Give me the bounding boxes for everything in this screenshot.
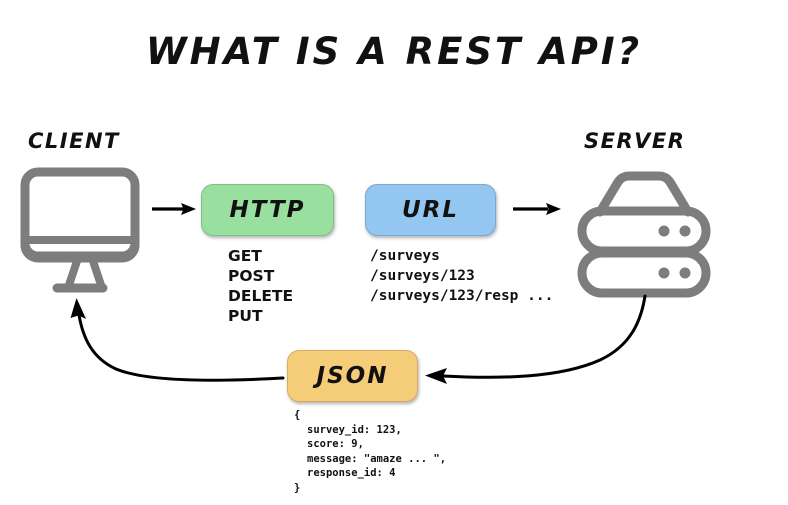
- json-chip[interactable]: JSON: [287, 350, 418, 402]
- json-close-brace: }: [294, 481, 301, 494]
- arrow-json-to-client: [70, 298, 285, 382]
- json-payload-lines: survey_id: 123, score: 9, message: "amaz…: [307, 423, 447, 480]
- arrow-server-to-json: [425, 294, 647, 384]
- arrow-url-to-server: [513, 203, 561, 215]
- http-methods-list: GET POST DELETE PUT: [228, 247, 294, 325]
- page-title: WHAT IS A REST API?: [145, 30, 643, 73]
- url-paths-list: /surveys /surveys/123 /surveys/123/resp …: [370, 248, 554, 304]
- monitor-icon: [20, 167, 140, 293]
- url-chip[interactable]: URL: [365, 184, 496, 236]
- server-stack-icon: [577, 171, 711, 298]
- client-label: CLIENT: [28, 129, 120, 153]
- json-payload-block: { survey_id: 123, score: 9, message: "am…: [294, 408, 446, 495]
- arrow-client-to-http: [152, 203, 196, 215]
- json-open-brace: {: [294, 409, 301, 421]
- server-label: SERVER: [584, 129, 686, 153]
- http-chip[interactable]: HTTP: [201, 184, 334, 236]
